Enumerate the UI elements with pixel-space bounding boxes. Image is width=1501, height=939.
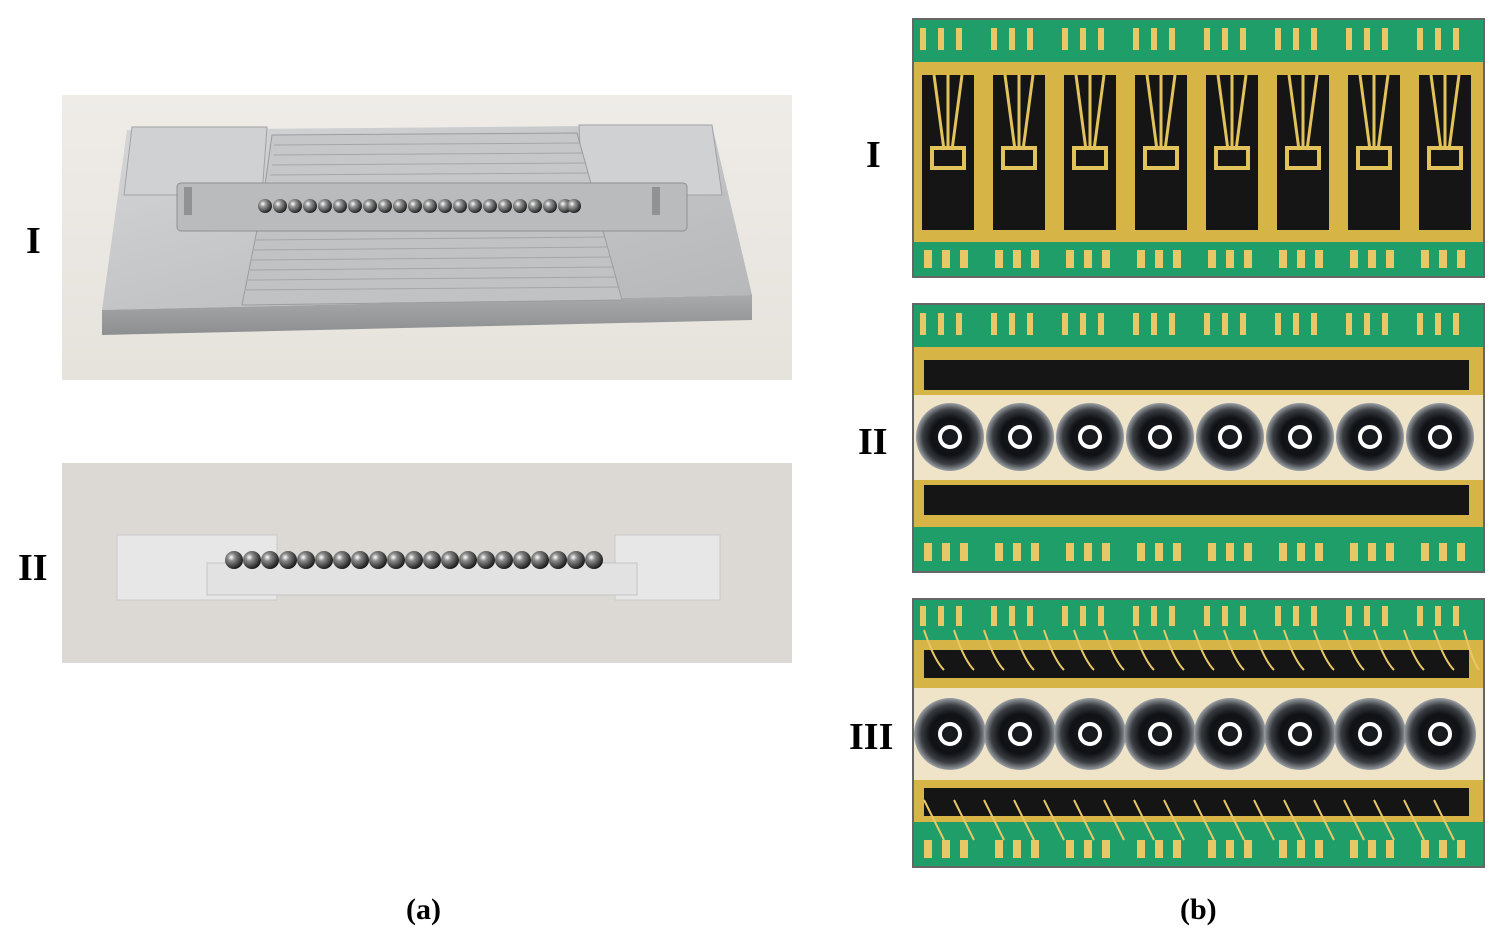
pcb-photo-II (912, 303, 1485, 573)
fixture-photo (62, 95, 792, 380)
panel-b-label-I: I (866, 134, 881, 176)
pcb-photo-I (912, 18, 1485, 278)
glass-plate-photo (62, 463, 792, 663)
panel-a-label-I: I (26, 220, 41, 262)
panel-b-label-II: II (858, 421, 888, 463)
panel-b-caption: (b) (1180, 893, 1217, 926)
panel-a-label-II: II (18, 547, 48, 589)
pcb-photo-III (912, 598, 1485, 868)
panel-a-caption: (a) (406, 893, 441, 926)
panel-b-label-III: III (849, 716, 894, 758)
